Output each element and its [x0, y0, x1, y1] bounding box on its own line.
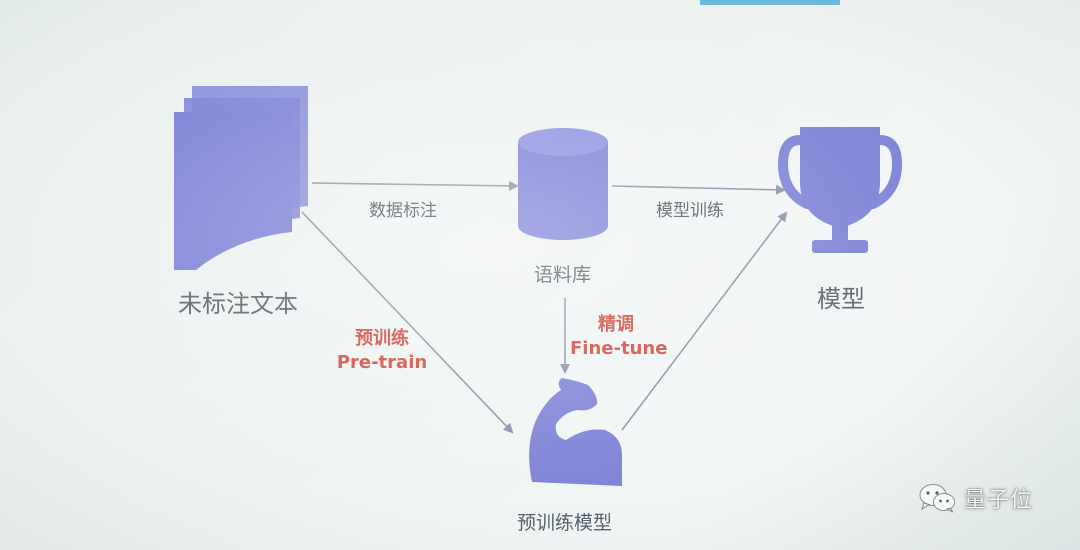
- trophy-icon: [777, 127, 903, 253]
- data-labeling-label: 数据标注: [369, 201, 437, 221]
- pretrain-annotation: 预训练 Pre-train: [336, 327, 428, 375]
- arrow-pretrained-to-model: [621, 211, 788, 431]
- corpus-label: 语料库: [534, 264, 592, 286]
- model-label: 模型: [817, 285, 865, 313]
- finetune-en-label: Fine-tune: [570, 338, 668, 359]
- unlabeled-text-label: 未标注文本: [178, 290, 298, 318]
- finetune-annotation: 精调 Fine-tune: [570, 313, 668, 361]
- document-stack-icon: [174, 86, 308, 270]
- wechat-icon: [919, 484, 955, 513]
- pretrain-en-label: Pre-train: [336, 352, 428, 373]
- arrow-text-to-pretrained: [301, 211, 514, 434]
- pretrain-cn-label: 预训练: [355, 328, 409, 349]
- flexed-arm-icon: [529, 378, 622, 486]
- finetune-cn-label: 精调: [598, 314, 634, 335]
- pretrained-model-label: 预训练模型: [517, 512, 613, 534]
- database-icon: [518, 128, 608, 240]
- top-accent-strip: [700, 0, 840, 5]
- watermark-text: 量子位: [964, 488, 1034, 513]
- model-training-label: 模型训练: [656, 201, 724, 221]
- arrow-text-to-corpus: [311, 180, 519, 191]
- arrow-corpus-to-model: [611, 184, 786, 195]
- watermark: 量子位: [918, 482, 1033, 514]
